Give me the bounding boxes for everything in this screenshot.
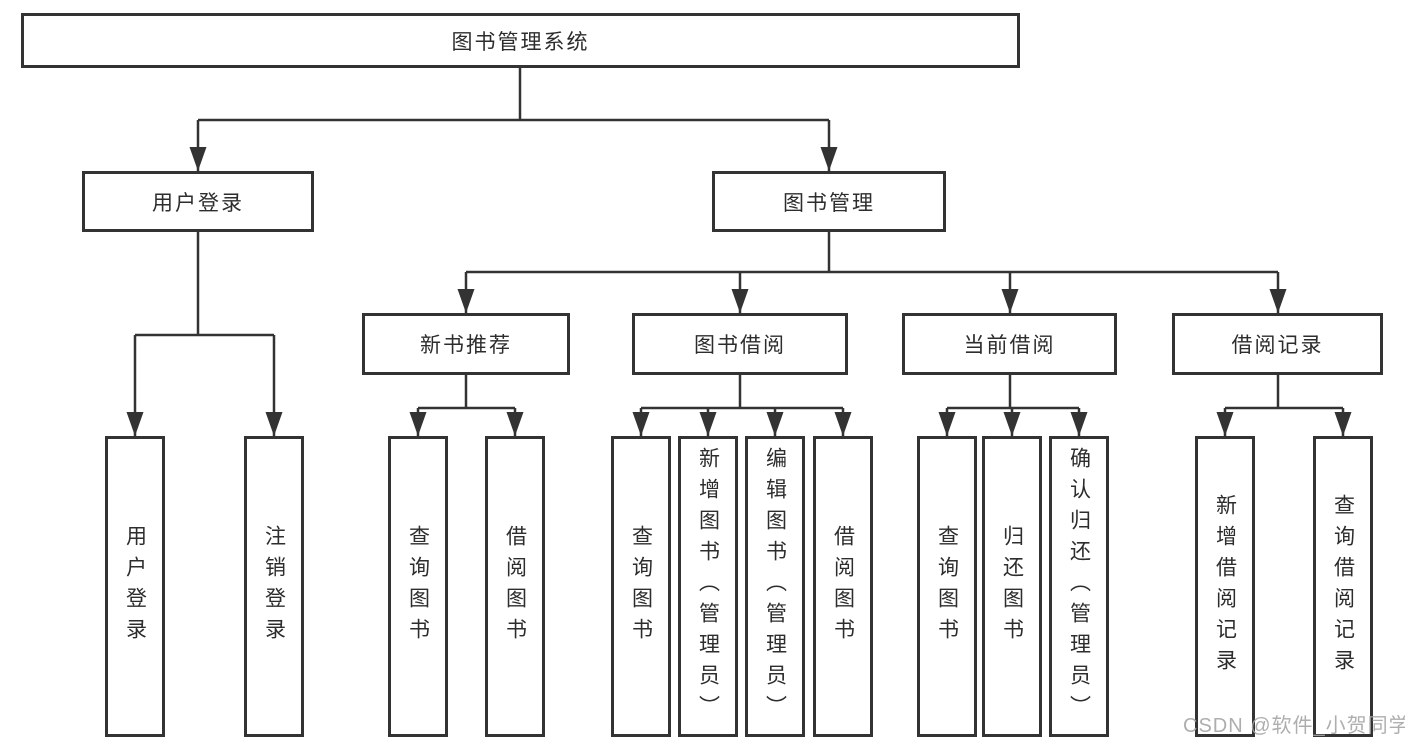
leaf-logout-label: 注销登录 (262, 524, 286, 649)
watermark: CSDN @软件_小贺同学 (1183, 715, 1405, 737)
node-borrowing-records: 借阅记录 (1172, 313, 1383, 375)
leaf-nb-borrow-books: 借阅图书 (485, 436, 545, 737)
leaf-bb-borrow-books: 借阅图书 (813, 436, 873, 737)
leaf-bb-edit-books-admin: 编辑图书（管理员） (745, 436, 805, 737)
node-user-login: 用户登录 (82, 171, 314, 232)
leaf-bb-query-books: 查询图书 (611, 436, 671, 737)
leaf-cb-confirm-return-admin-label: 确认归还（管理员） (1067, 447, 1091, 726)
leaf-cb-confirm-return-admin: 确认归还（管理员） (1049, 436, 1109, 737)
node-new-book-recommendation-label: 新书推荐 (420, 334, 512, 357)
leaf-nb-query-books-label: 查询图书 (406, 524, 430, 649)
node-borrowing-records-label: 借阅记录 (1231, 334, 1324, 357)
node-root: 图书管理系统 (21, 13, 1020, 68)
leaf-cb-return-books-label: 归还图书 (1000, 524, 1024, 649)
leaf-cb-query-books: 查询图书 (917, 436, 977, 737)
node-book-borrowing-label: 图书借阅 (694, 334, 786, 357)
leaf-nb-borrow-books-label: 借阅图书 (503, 524, 527, 649)
leaf-bb-add-books-admin-label: 新增图书（管理员） (696, 447, 720, 726)
node-book-management-label: 图书管理 (783, 191, 875, 215)
leaf-br-query-record: 查询借阅记录 (1313, 436, 1373, 737)
leaf-cb-return-books: 归还图书 (982, 436, 1042, 737)
node-book-borrowing: 图书借阅 (632, 313, 848, 375)
leaf-user-login: 用户登录 (105, 436, 165, 737)
leaf-cb-query-books-label: 查询图书 (935, 524, 959, 649)
leaf-br-query-record-label: 查询借阅记录 (1331, 493, 1355, 680)
node-new-book-recommendation: 新书推荐 (362, 313, 570, 375)
leaf-bb-borrow-books-label: 借阅图书 (831, 524, 855, 649)
node-current-borrowing: 当前借阅 (902, 313, 1117, 375)
leaf-logout: 注销登录 (244, 436, 304, 737)
leaf-user-login-label: 用户登录 (123, 524, 147, 649)
leaf-bb-add-books-admin: 新增图书（管理员） (678, 436, 738, 737)
node-book-management: 图书管理 (712, 171, 946, 232)
node-user-login-label: 用户登录 (152, 191, 244, 215)
node-current-borrowing-label: 当前借阅 (963, 334, 1056, 357)
node-root-label: 图书管理系统 (451, 30, 590, 54)
leaf-bb-edit-books-admin-label: 编辑图书（管理员） (763, 447, 787, 726)
leaf-br-add-record: 新增借阅记录 (1195, 436, 1255, 737)
leaf-bb-query-books-label: 查询图书 (629, 524, 653, 649)
leaf-nb-query-books: 查询图书 (388, 436, 448, 737)
leaf-br-add-record-label: 新增借阅记录 (1213, 493, 1237, 680)
